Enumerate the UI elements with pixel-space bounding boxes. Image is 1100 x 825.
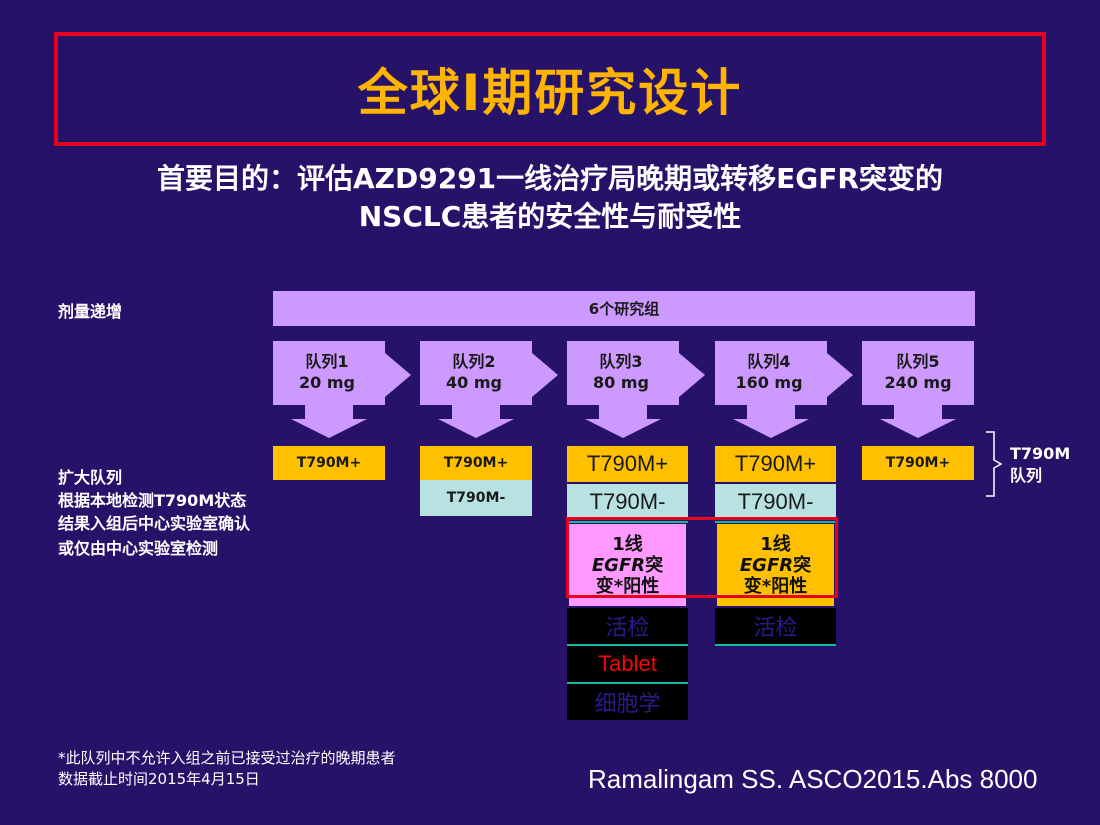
cohort-5-t790m-positive: T790M+: [862, 446, 974, 480]
bracket-icon: [986, 431, 1003, 497]
cohort-3-tablet: Tablet: [567, 646, 688, 682]
first-line-label: 1线: [760, 533, 791, 555]
cohort-name: 队列3: [599, 352, 643, 371]
cohort-4-biopsy: 活检: [715, 608, 836, 644]
t790m-cohort-line-2: 队列: [1010, 466, 1043, 485]
cohort-arrow-shape: [715, 341, 853, 438]
cohort-dose: 80 mg: [593, 373, 649, 392]
cohort-3-arrow: 队列3 80 mg: [567, 341, 712, 438]
separator-line: [567, 521, 688, 523]
t790m-cohort-line-1: T790M: [1010, 444, 1071, 463]
dose-escalation-label: 剂量递增: [58, 302, 123, 321]
page-title: 全球I期研究设计: [357, 64, 743, 122]
expansion-label-block: 扩大队列 根据本地检测T790M状态 结果入组后中心实验室确认 或仅由中心实验室…: [58, 466, 250, 560]
title-frame: 全球I期研究设计: [54, 32, 1046, 146]
cohort-2-arrow: 队列2 40 mg: [420, 341, 565, 438]
mutation-positive-label: 变*阳性: [595, 575, 660, 597]
cohort-dose: 240 mg: [884, 373, 952, 392]
study-groups-bar: 6个研究组: [273, 291, 975, 326]
cohort-4-t790m-positive: T790M+: [715, 446, 836, 482]
objective-line-1: 首要目的：评估AZD9291一线治疗局晚期或转移EGFR突变的: [157, 162, 943, 195]
cohort-name: 队列5: [896, 352, 940, 371]
primary-objective: 首要目的：评估AZD9291一线治疗局晚期或转移EGFR突变的 NSCLC患者的…: [60, 160, 1040, 236]
cohort-dose: 160 mg: [735, 373, 803, 392]
cohort-4-arrow: 队列4 160 mg: [715, 341, 860, 438]
cohort-2-t790m-positive: T790M+: [420, 446, 532, 480]
expansion-label-line-4: 或仅由中心实验室检测: [58, 539, 219, 558]
cohort-1-t790m-positive: T790M+: [273, 446, 385, 480]
egfr-suffix: 突: [645, 554, 664, 576]
cohort-name: 队列1: [305, 352, 349, 371]
cohort-3-t790m-negative: T790M-: [567, 484, 688, 520]
cohort-5-arrow: 队列5 240 mg: [862, 341, 1007, 438]
cohort-dose: 40 mg: [446, 373, 502, 392]
cohort-dose: 20 mg: [299, 373, 355, 392]
cohort-1-arrow: 队列1 20 mg: [273, 341, 418, 438]
cohort-arrow-shape: [420, 341, 558, 438]
expansion-label-line-3: 结果入组后中心实验室确认: [58, 514, 251, 533]
cohort-arrow-shape: [862, 341, 974, 438]
cohort-4-first-line-egfr: 1线 EGFR突 变*阳性: [717, 524, 834, 606]
footnote-line-2: 数据截止时间2015年4月15日: [58, 770, 260, 788]
cohort-3-first-line-egfr: 1线 EGFR突 变*阳性: [569, 524, 686, 606]
citation: Ramalingam SS. ASCO2015.Abs 8000: [588, 764, 1038, 794]
cohort-3-t790m-positive: T790M+: [567, 446, 688, 482]
mutation-positive-label: 变*阳性: [743, 575, 808, 597]
expansion-label-line-2: 根据本地检测T790M状态: [58, 491, 247, 510]
egfr-suffix: 突: [793, 554, 812, 576]
objective-line-2: NSCLC患者的安全性与耐受性: [358, 200, 742, 233]
cohort-name: 队列2: [452, 352, 496, 371]
first-line-label: 1线: [612, 533, 643, 555]
cohort-4-t790m-negative: T790M-: [715, 484, 836, 520]
egfr-label: EGFR: [739, 554, 794, 576]
footnote: *此队列中不允许入组之前已接受过治疗的晚期患者 数据截止时间2015年4月15日: [58, 748, 396, 790]
footnote-line-1: *此队列中不允许入组之前已接受过治疗的晚期患者: [58, 749, 396, 767]
cohort-name: 队列4: [747, 352, 791, 371]
separator-line: [715, 521, 836, 523]
cohort-3-cytology: 细胞学: [567, 684, 688, 720]
first-line-highlight-frame: [566, 517, 838, 598]
cohort-arrow-shape: [273, 341, 411, 438]
t790m-cohort-label: T790M 队列: [1010, 443, 1080, 487]
cohort-2-t790m-negative: T790M-: [420, 480, 532, 516]
separator-line: [715, 644, 836, 646]
separator-line: [567, 644, 688, 646]
expansion-label-line-1: 扩大队列: [58, 468, 123, 487]
cohort-arrow-shape: [567, 341, 705, 438]
separator-line: [567, 682, 688, 684]
egfr-label: EGFR: [591, 554, 646, 576]
cohort-3-biopsy: 活检: [567, 608, 688, 644]
